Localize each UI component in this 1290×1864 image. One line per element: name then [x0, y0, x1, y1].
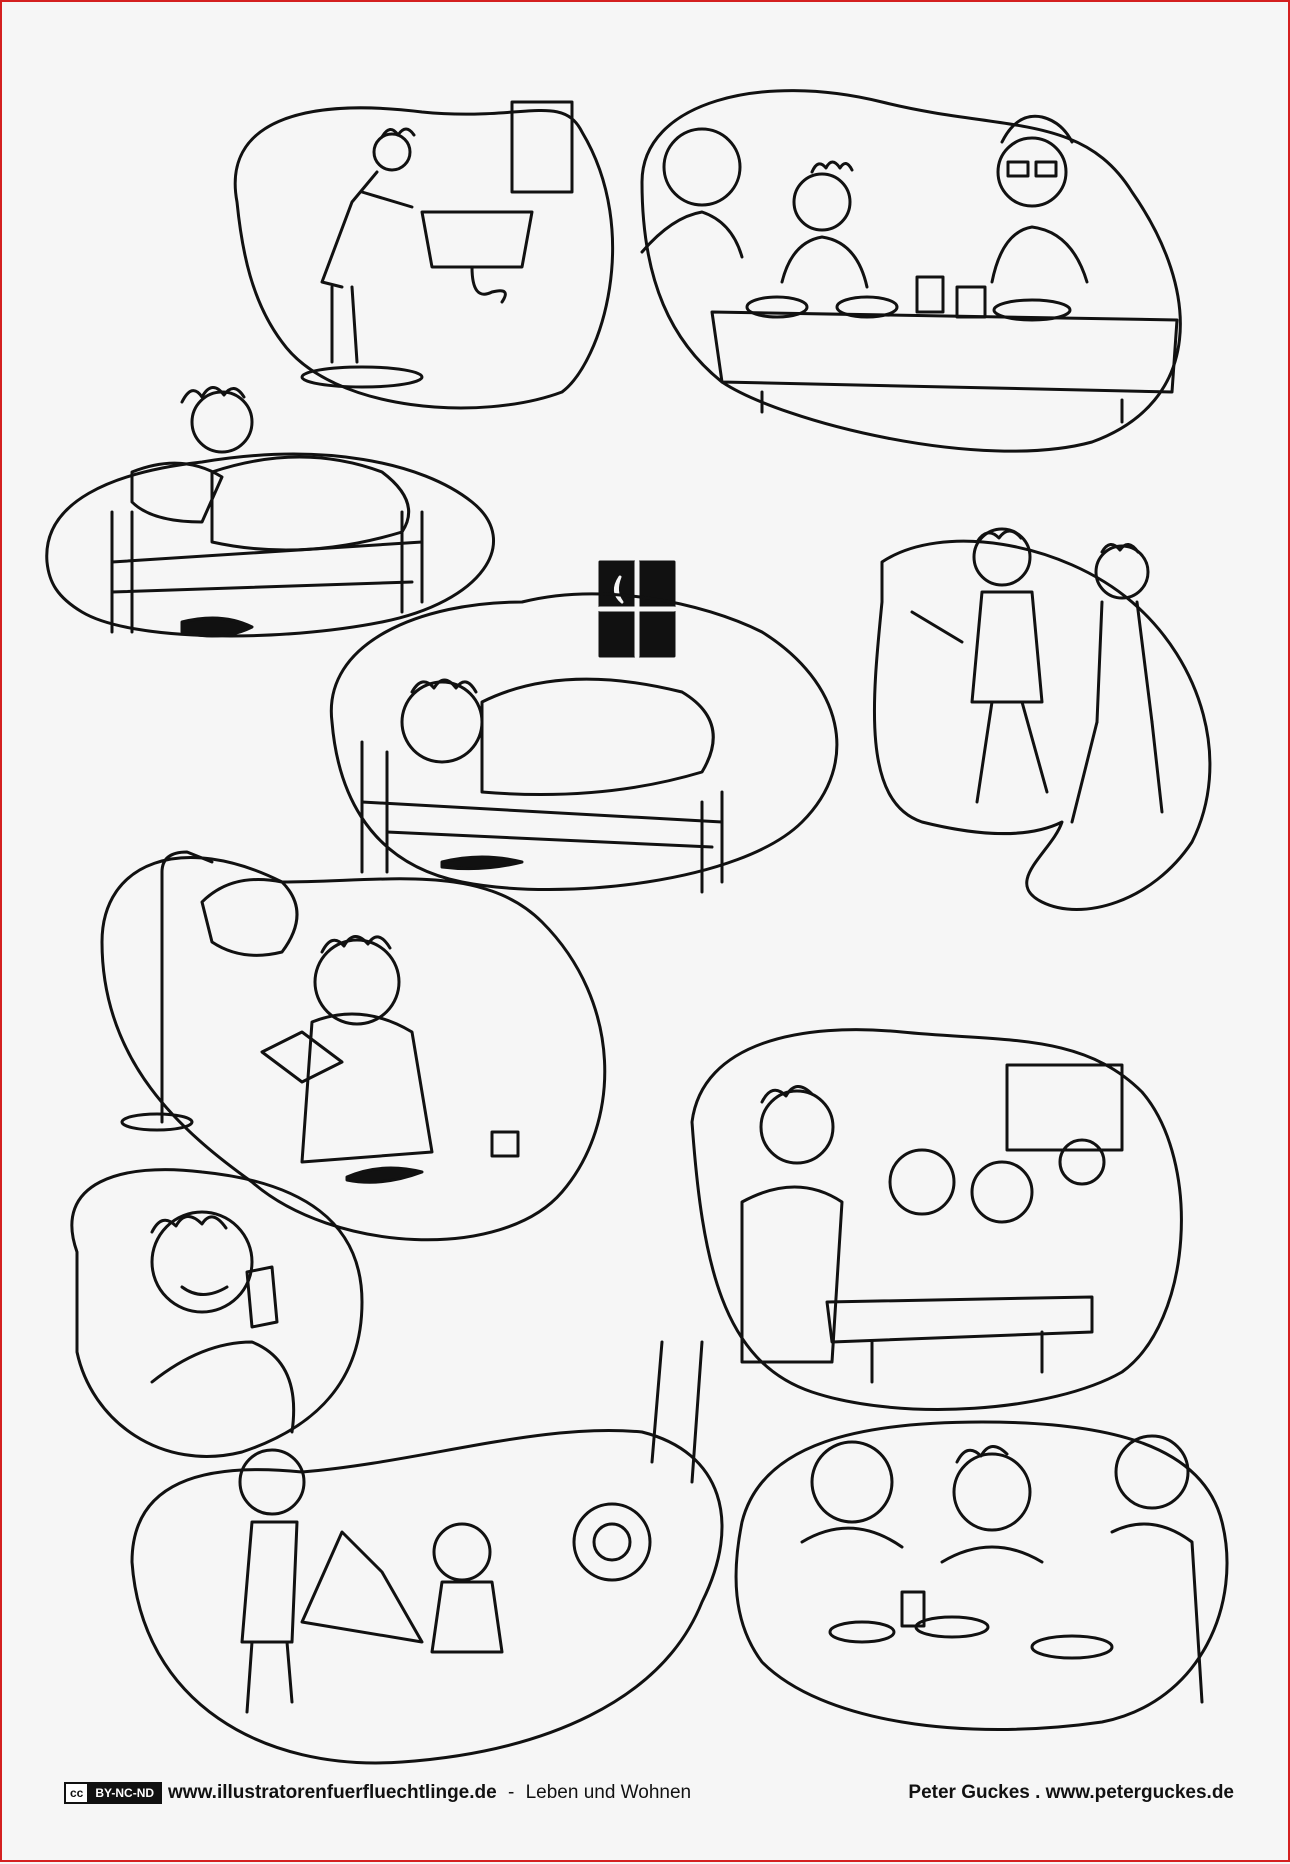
- license-code: BY-NC-ND: [95, 1786, 155, 1800]
- scene-waking-up: [45, 386, 495, 638]
- footer: cc BY-NC-ND www.illustratorenfuerfluecht…: [64, 1778, 1234, 1808]
- scene-playground: [130, 1340, 724, 1765]
- footer-separator: -: [502, 1782, 520, 1803]
- footer-credits: cc BY-NC-ND www.illustratorenfuerfluecht…: [64, 1782, 691, 1804]
- site-link[interactable]: www.illustratorenfuerfluechtlinge.de: [168, 1782, 497, 1803]
- cc-license-badge: cc BY-NC-ND: [64, 1782, 163, 1804]
- topic-label: Leben und Wohnen: [525, 1782, 692, 1803]
- scene-reading: [100, 850, 607, 1242]
- scene-drinking: [70, 1168, 364, 1458]
- scene-breakfast: [640, 89, 1182, 453]
- night-window: [597, 559, 677, 659]
- scene-walking-to-school: [872, 527, 1212, 911]
- scene-classroom: [690, 1028, 1183, 1411]
- scene-dinner: [734, 1420, 1229, 1731]
- artist-credit[interactable]: Peter Guckes . www.peterguckes.de: [908, 1782, 1234, 1803]
- scene-sleeping: [329, 592, 839, 894]
- scene-washing-face: [233, 100, 615, 410]
- cc-icon: cc: [66, 1784, 90, 1802]
